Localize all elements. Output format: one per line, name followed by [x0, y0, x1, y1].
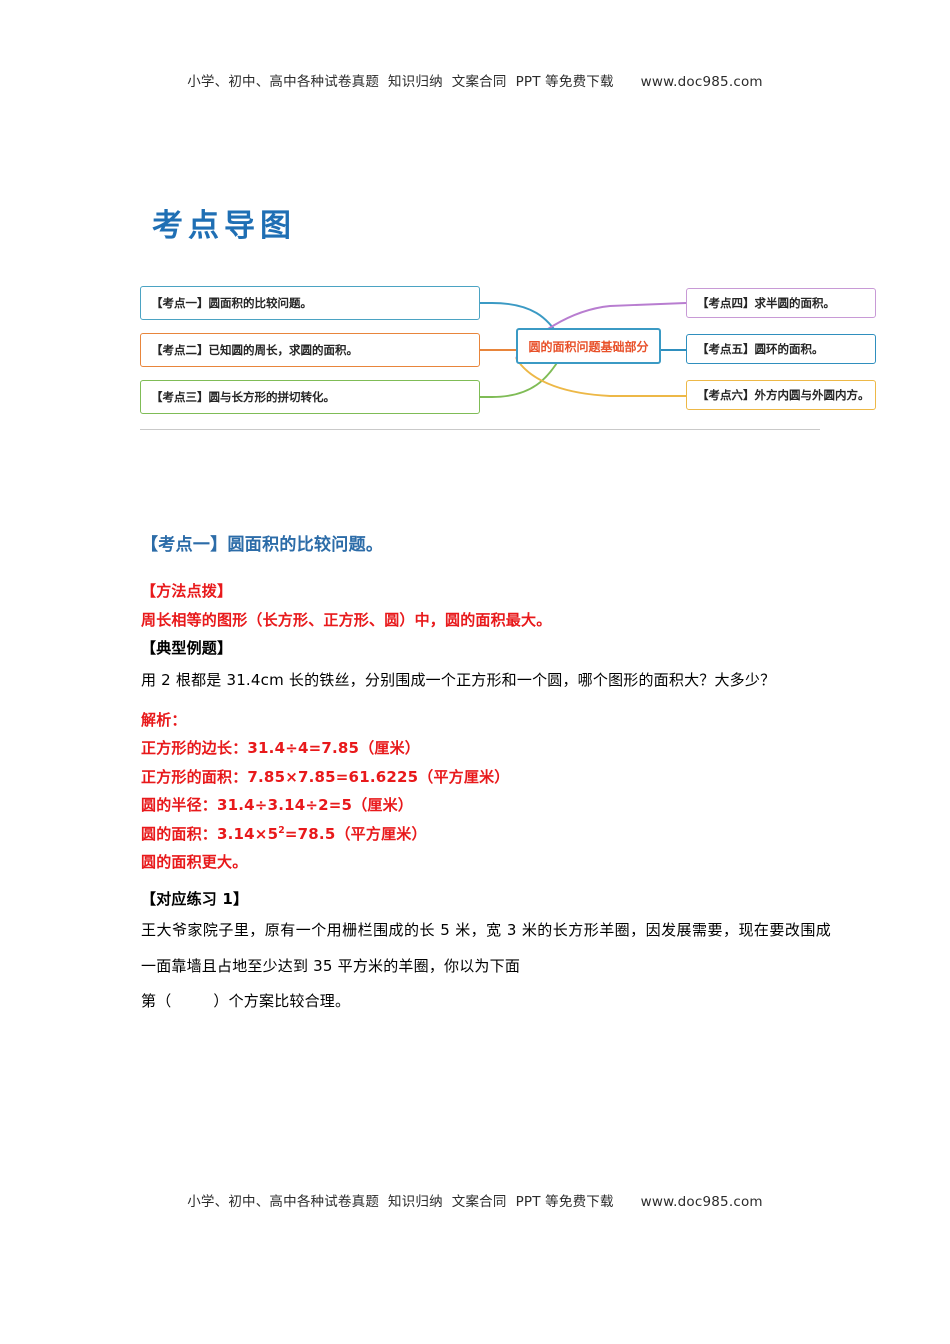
practice-label: 【对应练习 1】 — [141, 889, 249, 908]
connector-right-3 — [515, 357, 686, 397]
mindmap-node-label: 【考点一】圆面积的比较问题。 — [151, 295, 312, 310]
analysis-line-4: 圆的面积：3.14×52=78.5（平方厘米） — [141, 820, 831, 849]
header-watermark: 小学、初中、高中各种试卷真题 知识归纳 文案合同 PPT 等免费下载 www.d… — [187, 74, 763, 90]
analysis-line-1: 正方形的边长：31.4÷4=7.85（厘米） — [141, 739, 420, 758]
footer-watermark: 小学、初中、高中各种试卷真题 知识归纳 文案合同 PPT 等免费下载 www.d… — [187, 1194, 763, 1210]
mindmap-node-kaodian-3[interactable]: 【考点三】圆与长方形的拼切转化。 — [140, 380, 480, 414]
practice-text: 王大爷家院子里，原有一个用栅栏围成的长 5 米，宽 3 米的长方形羊圈，因发展需… — [141, 921, 831, 975]
practice-tail-prefix: 第（ — [141, 991, 172, 1010]
mindmap-node-label: 【考点五】圆环的面积。 — [697, 341, 824, 356]
method-text: 周长相等的图形（长方形、正方形、圆）中，圆的面积最大。 — [141, 610, 552, 629]
mindmap-bottom-divider — [140, 429, 820, 430]
mindmap-node-kaodian-4[interactable]: 【考点四】求半圆的面积。 — [686, 288, 876, 318]
example-text: 用 2 根都是 31.4cm 长的铁丝，分别围成一个正方形和一个圆，哪个图形的面… — [141, 670, 776, 689]
example-label: 【典型例题】 — [141, 639, 233, 657]
circle-area-suffix: =78.5（平方厘米） — [284, 824, 427, 843]
mindmap-node-label: 【考点六】外方内圆与外圆内方。 — [697, 387, 870, 402]
page-title: 考点导图 — [152, 208, 296, 243]
analysis-line-3: 圆的半径：31.4÷3.14÷2=5（厘米） — [141, 796, 413, 815]
practice-tail-suffix: ）个方案比较合理。 — [213, 991, 351, 1010]
mindmap-node-kaodian-1[interactable]: 【考点一】圆面积的比较问题。 — [140, 286, 480, 320]
mindmap-node-label: 【考点三】圆与长方形的拼切转化。 — [151, 389, 335, 404]
circle-area-exponent: 2 — [278, 824, 285, 836]
mindmap-node-kaodian-6[interactable]: 【考点六】外方内圆与外圆内方。 — [686, 380, 876, 410]
analysis-label: 解析： — [141, 710, 187, 729]
method-label: 【方法点拨】 — [141, 582, 233, 600]
mindmap-center-node[interactable]: 圆的面积问题基础部分 — [516, 328, 661, 364]
mindmap-node-label: 【考点四】求半圆的面积。 — [697, 295, 835, 310]
practice-answer-line: 第（ ）个方案比较合理。 — [141, 984, 831, 1019]
main-content: 【考点一】圆面积的比较问题。 【方法点拨】 周长相等的图形（长方形、正方形、圆）… — [141, 530, 831, 1019]
mindmap-node-kaodian-2[interactable]: 【考点二】已知圆的周长，求圆的面积。 — [140, 333, 480, 367]
circle-area-prefix: 圆的面积：3.14×5 — [141, 824, 279, 843]
mindmap-diagram: 【考点一】圆面积的比较问题。 【考点二】已知圆的周长，求圆的面积。 【考点三】圆… — [140, 266, 876, 428]
analysis-conclusion: 圆的面积更大。 — [141, 853, 248, 872]
mindmap-node-label: 【考点二】已知圆的周长，求圆的面积。 — [151, 342, 358, 357]
connector-left-3 — [480, 357, 561, 398]
mindmap-node-kaodian-5[interactable]: 【考点五】圆环的面积。 — [686, 334, 876, 364]
analysis-line-2: 正方形的面积：7.85×7.85=61.6225（平方厘米） — [141, 767, 510, 786]
section-heading: 【考点一】圆面积的比较问题。 — [141, 535, 384, 555]
mindmap-center-label: 圆的面积问题基础部分 — [528, 339, 649, 354]
